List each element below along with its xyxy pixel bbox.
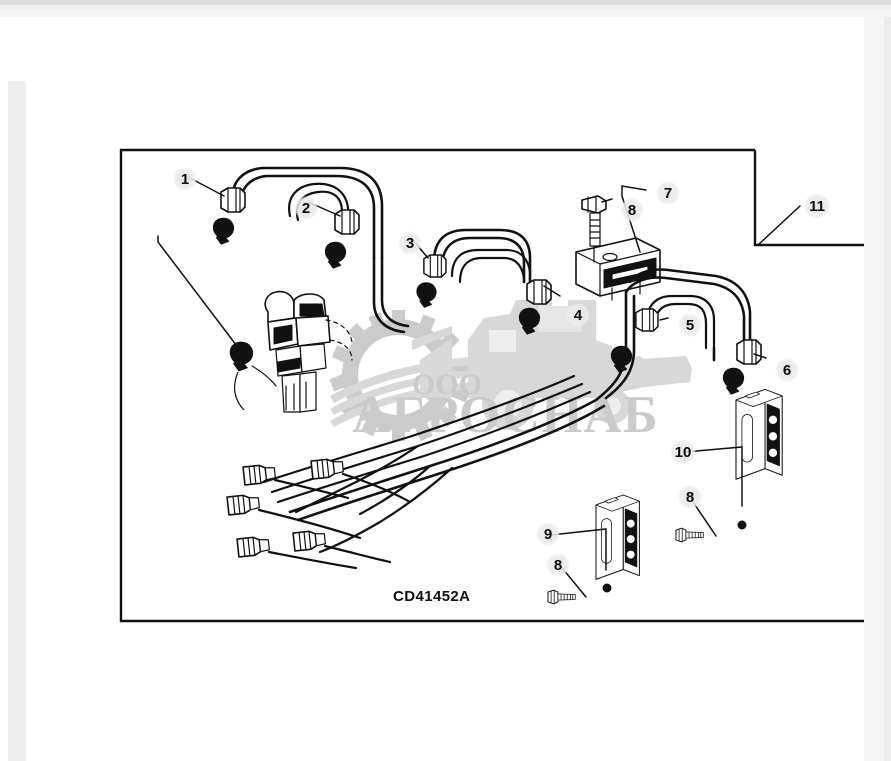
hose-end-3: [226, 493, 261, 516]
callout-3[interactable]: 3: [398, 231, 422, 255]
left-margin: [0, 17, 8, 761]
leader-line-8a: [601, 198, 613, 203]
coupler-block-9: [595, 494, 640, 580]
callout-9[interactable]: 9: [536, 522, 560, 546]
callout-2[interactable]: 2: [294, 196, 318, 220]
watermark-logo: ООО АГРОСНАБ: [329, 300, 692, 444]
left-sidebar-strip: [8, 17, 26, 761]
viewer-chrome-band-mid: [0, 5, 891, 9]
watermark-line1: ООО: [412, 368, 482, 401]
hose-assembly-3: [594, 268, 752, 402]
leader-line-11: [757, 205, 801, 246]
callout-1[interactable]: 1: [173, 167, 197, 191]
viewer-chrome-band-low: [0, 9, 891, 17]
callout-8-block-9[interactable]: 8: [546, 553, 570, 577]
callout-4[interactable]: 4: [566, 303, 590, 327]
mounting-bracket: [575, 237, 661, 301]
viewer-chrome-band-top: [0, 0, 891, 5]
hose-end-5: [236, 535, 271, 558]
leader-line-5: [659, 317, 669, 321]
right-edge-strip: [884, 17, 891, 761]
hose-end-4: [292, 529, 327, 552]
callout-7[interactable]: 7: [656, 181, 680, 205]
leader-line-7: [621, 185, 647, 253]
diagram-frame: [119, 148, 864, 623]
callout-11[interactable]: 11: [803, 194, 831, 218]
control-valve-assembly: [229, 290, 353, 413]
hose-assembly-2: [432, 228, 532, 284]
leader-line-4: [543, 285, 561, 297]
bracket-bolt: [581, 195, 607, 263]
left-sidebar-strip-highlight: [8, 17, 26, 81]
coupler-bolt-10: [675, 527, 704, 543]
callout-8-bracket[interactable]: 8: [620, 198, 644, 222]
coupler-block-10: [735, 388, 783, 480]
figure-caption: CD41452A: [393, 588, 471, 605]
leader-line-6: [753, 353, 767, 359]
leader-line-valve: [157, 235, 247, 359]
coupler-bolt-9: [547, 589, 576, 605]
callout-6[interactable]: 6: [775, 358, 799, 382]
callout-10[interactable]: 10: [669, 440, 697, 464]
callout-8-block-10[interactable]: 8: [678, 485, 702, 509]
callout-5[interactable]: 5: [678, 313, 702, 337]
hose-end-2: [310, 457, 345, 480]
hose-end-1: [242, 463, 277, 486]
